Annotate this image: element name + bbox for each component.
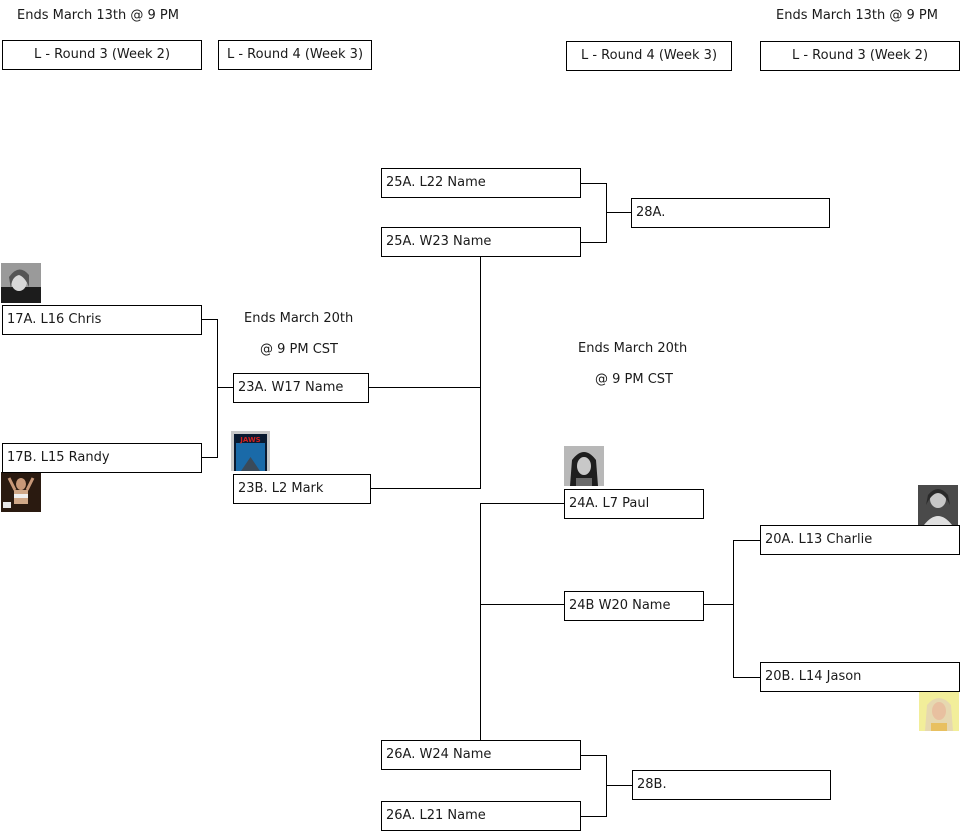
bracket-slot-28a[interactable]: 28A.: [631, 198, 830, 228]
deadline-note-mid-right-line1: Ends March 20th: [578, 341, 688, 356]
paul-photo-thumbnail: [564, 446, 604, 486]
deadline-note-mid-left-line1: Ends March 20th: [244, 311, 354, 326]
randy-photo-thumbnail: [1, 472, 41, 512]
round-header-right-r3: L - Round 3 (Week 2): [760, 41, 960, 71]
bracket-slot-28b[interactable]: 28B.: [632, 770, 831, 800]
connector-line: [733, 540, 760, 541]
bracket-slot-25a-top[interactable]: 25A. L22 Name: [381, 168, 581, 198]
bracket-slot-25a-bottom[interactable]: 25A. W23 Name: [381, 227, 581, 257]
round-header-left-r4: L - Round 4 (Week 3): [218, 40, 372, 70]
bracket-slot-23b[interactable]: 23B. L2 Mark: [233, 474, 371, 504]
connector-line: [202, 457, 218, 458]
connector-line: [202, 319, 218, 320]
round-header-right-r4: L - Round 4 (Week 3): [566, 41, 732, 71]
connector-line: [606, 183, 607, 243]
connector-line: [733, 540, 734, 678]
connector-line: [606, 212, 632, 213]
connector-line: [371, 488, 481, 489]
bracket-slot-26a-bottom[interactable]: 26A. L21 Name: [381, 801, 581, 831]
connector-line: [480, 503, 564, 504]
connector-line: [581, 816, 607, 817]
bracket-slot-20b[interactable]: 20B. L14 Jason: [760, 662, 960, 692]
charlie-photo-thumbnail: [918, 485, 958, 525]
deadline-note-mid-left-line2: @ 9 PM CST: [260, 342, 338, 357]
connector-line: [217, 319, 218, 458]
connector-line: [581, 755, 607, 756]
bracket-slot-24a[interactable]: 24A. L7 Paul: [564, 489, 704, 519]
round-header-left-r3: L - Round 3 (Week 2): [2, 40, 202, 70]
svg-text:JAWS: JAWS: [239, 436, 260, 444]
connector-line: [581, 183, 607, 184]
bracket-slot-17a[interactable]: 17A. L16 Chris: [2, 305, 202, 335]
mark-jaws-poster-thumbnail: JAWS: [231, 431, 270, 471]
connector-line: [369, 387, 481, 388]
connector-line: [217, 387, 233, 388]
bracket-slot-20a[interactable]: 20A. L13 Charlie: [760, 525, 960, 555]
connector-line: [704, 604, 734, 605]
bracket-slot-26a-top[interactable]: 26A. W24 Name: [381, 740, 581, 770]
deadline-note-left: Ends March 13th @ 9 PM: [17, 8, 179, 23]
connector-line: [606, 785, 632, 786]
connector-line: [480, 604, 564, 605]
connector-line: [733, 677, 760, 678]
deadline-note-mid-right-line2: @ 9 PM CST: [595, 372, 673, 387]
connector-line: [480, 256, 481, 489]
deadline-note-right: Ends March 13th @ 9 PM: [776, 8, 938, 23]
bracket-slot-23a[interactable]: 23A. W17 Name: [233, 373, 369, 403]
chris-photo-thumbnail: [1, 263, 41, 303]
connector-line: [581, 242, 607, 243]
connector-line: [606, 755, 607, 817]
connector-line: [480, 503, 481, 741]
bracket-slot-17b[interactable]: 17B. L15 Randy: [2, 443, 202, 473]
bracket-slot-24b[interactable]: 24B W20 Name: [564, 591, 704, 621]
jason-photo-thumbnail: [919, 691, 959, 731]
